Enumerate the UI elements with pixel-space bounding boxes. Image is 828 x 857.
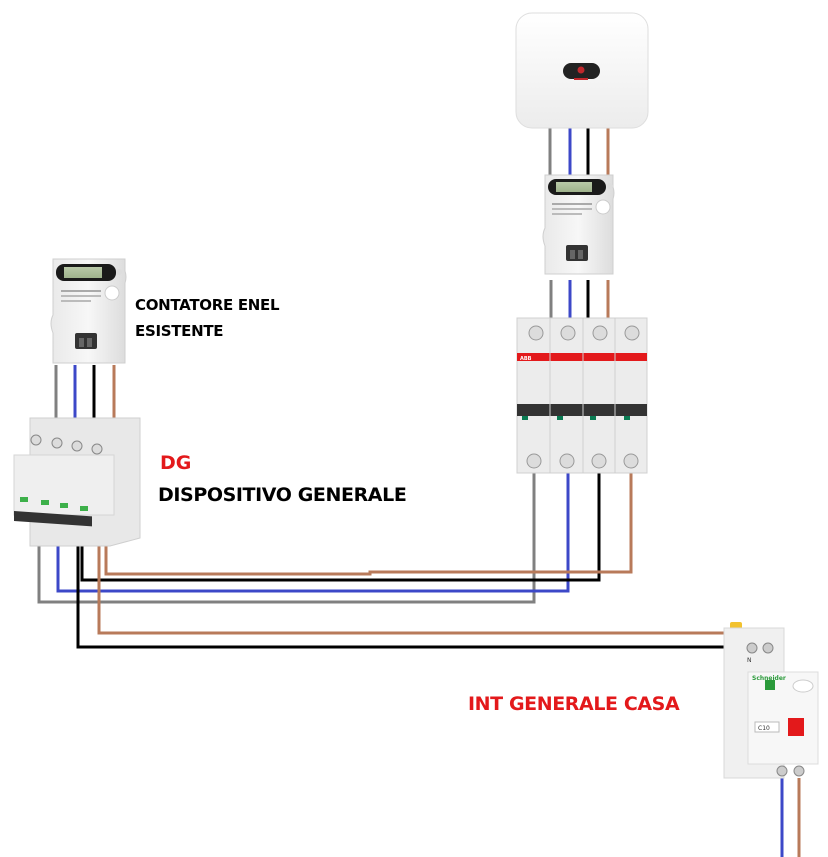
dg-full-label: DISPOSITIVO GENERALE [158,484,407,506]
wire-brown-dg-house [97,537,768,650]
rcbo-brand-text: Schneider [752,675,786,682]
inverter-logo-icon [577,66,585,74]
pv-meter [542,174,615,275]
wire-black-dg-house [76,537,752,649]
house-rcbo [723,622,819,779]
wire-blue-pv-dg [56,470,570,593]
enel-meter-label-line2: ESISTENTE [135,322,224,340]
enel-meter [50,258,127,364]
rcbo-neutral-text: N [747,657,752,664]
wire-brown-pv-dg [104,470,633,576]
wire-black-pv-dg [80,470,601,582]
inverter [515,12,649,129]
enel-meter-label-line1: CONTATORE ENEL [135,296,280,314]
breaker-brand-text: ABB [520,356,532,362]
dg-breaker [13,417,141,547]
rcbo-rating-text: C10 [758,725,770,732]
wire-grey-pv-dg [37,470,536,604]
house-main-switch-label: INT GENERALE CASA [468,693,680,715]
wires [37,127,801,857]
dg-short-label: DG [160,452,192,474]
pv-breaker [516,317,648,474]
